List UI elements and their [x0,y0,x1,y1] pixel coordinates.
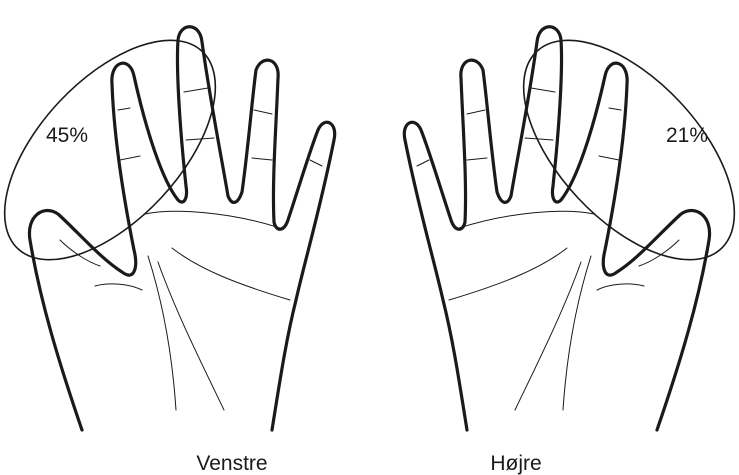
left-hand: 45% Venstre [0,4,335,475]
left-hand-outline [29,27,334,430]
right-palm-creases [449,211,679,410]
right-percentage: 21% [666,124,708,147]
left-percentage: 45% [46,124,88,147]
left-region-outline [0,4,253,297]
right-region-outline [486,4,739,297]
right-hand [404,4,739,430]
left-hand-label: Venstre [196,452,267,475]
right-hand-outline [404,27,709,430]
right-hand-label: Højre [490,452,541,475]
left-palm-creases [60,211,290,410]
